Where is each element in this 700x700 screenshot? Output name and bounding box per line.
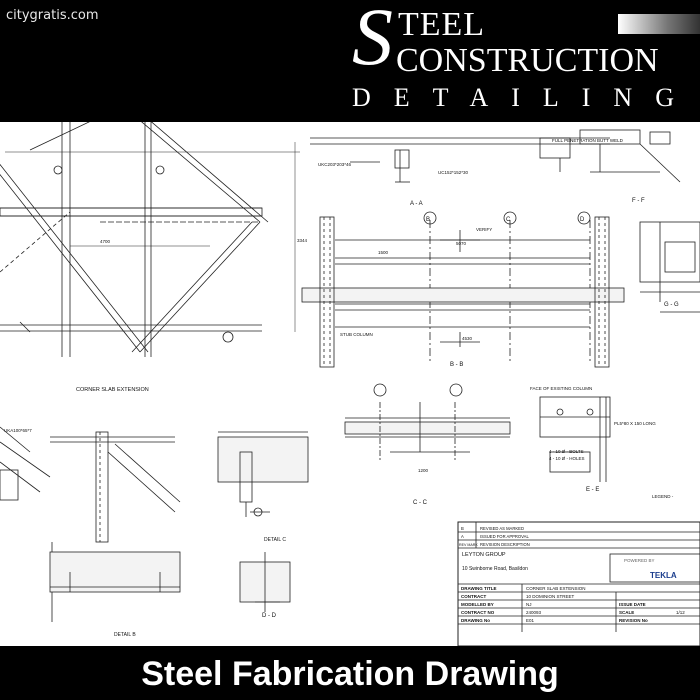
section-ee-view xyxy=(539,396,611,482)
issue-date-label: ISSUE DATE xyxy=(619,602,646,607)
client-address: 10 Swinborne Road, Basildon xyxy=(462,566,528,572)
rev-b-mark: B xyxy=(461,526,464,531)
footer-title: Steel Fabrication Drawing xyxy=(141,655,559,693)
dim-3344: 3344 xyxy=(297,238,308,243)
modelled-value: NJ xyxy=(526,602,532,607)
dim-4700: 4700 xyxy=(100,239,111,244)
label-full-pen: FULL PENETRATION BUTT WELD xyxy=(552,138,624,143)
drawing-title-value: CORNER SLAB EXTENSION xyxy=(526,586,586,591)
dim-1500: 1500 xyxy=(378,250,389,255)
section-ff-top xyxy=(579,129,681,183)
dim-4530: 4530 xyxy=(462,336,473,341)
drawing-no-label: DRAWING No xyxy=(461,618,490,623)
label-section-dd: D - D xyxy=(262,613,277,619)
note-ukc: UKC203*203*46 xyxy=(318,162,352,167)
section-cc-view xyxy=(344,383,511,462)
contract-value: 10 DOMINION STREET xyxy=(526,594,575,599)
section-bb-view xyxy=(301,211,625,368)
section-gg-view xyxy=(639,221,700,313)
note-bolts: 4 - 10 Ø - BOLTS xyxy=(549,449,584,454)
powered-by: POWERED BY xyxy=(624,558,655,563)
drawing-title-label: DRAWING TITLE xyxy=(461,586,497,591)
contract-label: CONTRACT xyxy=(461,594,486,599)
drawing-svg: CORNER SLAB EXTENSION A - A B - B C - C … xyxy=(0,122,700,646)
rev-a-desc: ISSUED FOR APPROVAL xyxy=(480,534,529,539)
grid-label-c: C xyxy=(506,217,511,223)
dim-1200: 1200 xyxy=(418,468,429,473)
label-face-existing: FACE OF EXISTING COLUMN xyxy=(530,386,592,391)
rev-desc-header: REVISION DESCRIPTION xyxy=(480,542,530,547)
scale-value: 1/12 xyxy=(676,610,685,615)
rev-mark-header: REV MARK xyxy=(459,543,478,547)
label-section-ff: F - F xyxy=(632,198,645,204)
label-section-cc: C - C xyxy=(413,500,428,506)
label-section-bb: B - B xyxy=(450,362,463,368)
plan-view xyxy=(0,122,300,357)
note-holes: 4 - 10 Ø - HOLES xyxy=(549,456,585,461)
fabrication-drawing: CORNER SLAB EXTENSION A - A B - B C - C … xyxy=(0,122,700,646)
section-aa-view xyxy=(310,137,610,183)
footer-banner: Steel Fabrication Drawing xyxy=(0,646,700,700)
logo-line-3: DETAILING xyxy=(352,83,697,112)
logo-initial: S xyxy=(352,0,393,82)
section-dd-view xyxy=(239,552,291,612)
label-corner-slab: CORNER SLAB EXTENSION xyxy=(76,387,149,393)
client-name: LEYTON GROUP xyxy=(462,552,506,558)
modelled-label: MODELLED BY xyxy=(461,602,494,607)
rev-a-mark: A xyxy=(461,534,464,539)
contract-no-value: 240093 xyxy=(526,610,542,615)
header-banner: citygratis.com S TEEL CONSTRUCTION DETAI… xyxy=(0,0,700,122)
rev-b-desc: REVISED AS MARKED xyxy=(480,526,524,531)
note-uc: UC152*152*30 xyxy=(438,170,469,175)
note-stub: STUB COLUMN xyxy=(340,332,373,337)
logo-accent-bar xyxy=(618,14,700,34)
label-detail-c: DETAIL C xyxy=(264,537,286,543)
title-block xyxy=(457,521,700,646)
note-verify: VERIFY xyxy=(476,227,492,232)
corner-slab-view xyxy=(0,426,181,622)
logo-line-2: CONSTRUCTION xyxy=(396,42,659,79)
grid-label-d: D xyxy=(580,217,585,223)
scale-label: SCALE xyxy=(619,610,634,615)
revision-no-label: REVISION No xyxy=(619,618,648,623)
tekla-logo-text: TEKLA xyxy=(650,571,677,580)
legend-label: LEGEND - xyxy=(652,494,674,499)
watermark: citygratis.com xyxy=(6,8,99,23)
note-uka: UKA100*65*7 xyxy=(4,428,32,433)
note-plate: PL5*80 X 150 LONG xyxy=(614,421,656,426)
label-detail-b: DETAIL B xyxy=(114,632,136,638)
label-section-aa: A - A xyxy=(410,201,423,207)
drawing-no-value: E01 xyxy=(526,618,535,623)
grid-label-b: B xyxy=(426,217,430,223)
label-section-gg: G - G xyxy=(664,302,679,308)
company-logo: S TEEL CONSTRUCTION DETAILING xyxy=(350,0,700,122)
detail-c-view xyxy=(217,431,309,517)
dim-5070: 5070 xyxy=(456,241,467,246)
label-section-ee: E - E xyxy=(586,487,599,493)
contract-no-label: CONTRACT NO xyxy=(461,610,495,615)
logo-line-1: TEEL xyxy=(398,6,486,43)
